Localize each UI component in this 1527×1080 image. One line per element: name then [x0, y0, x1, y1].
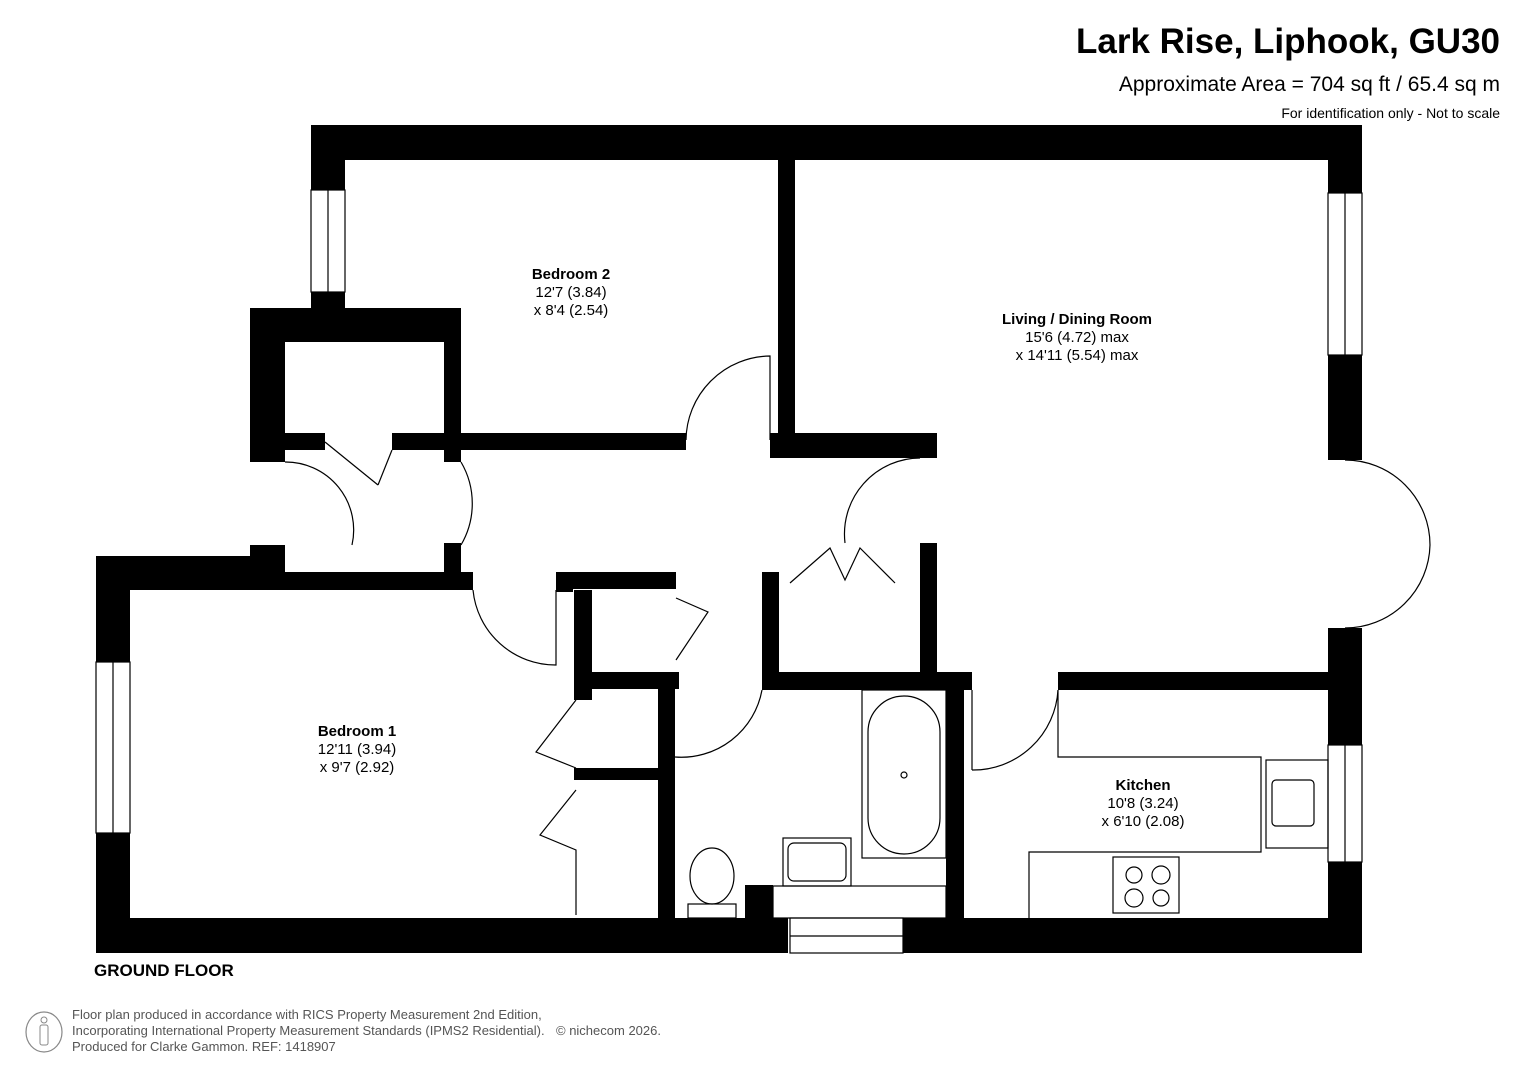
copyright: © nichecom 2026. [556, 1023, 661, 1038]
room-dimension: 12'7 (3.84) [535, 284, 607, 301]
room-kitchen: Kitchen 10'8 (3.24) x 6'10 (2.08) [1102, 777, 1185, 831]
property-title: Lark Rise, Liphook, GU30 [1076, 22, 1500, 61]
scale-disclaimer: For identification only - Not to scale [1281, 105, 1500, 121]
room-dimension: 12'11 (3.94) [317, 741, 397, 758]
room-name: Kitchen [1115, 777, 1171, 794]
footer-text: Floor plan produced in accordance with R… [72, 1007, 545, 1055]
room-dimension: x 8'4 (2.54) [533, 302, 609, 319]
room-dimension: x 6'10 (2.08) [1101, 813, 1185, 830]
room-name: Living / Dining Room [1002, 311, 1152, 328]
footer-line: Produced for Clarke Gammon. REF: 1418907 [72, 1039, 336, 1054]
room-dimension: x 14'11 (5.54) max [1015, 347, 1139, 364]
room-bedroom-2: Bedroom 2 12'7 (3.84) x 8'4 (2.54) [532, 266, 610, 320]
room-name: Bedroom 1 [317, 723, 397, 740]
walls [96, 125, 1362, 953]
footer-line: Incorporating International Property Mea… [72, 1023, 545, 1038]
room-living-dining: Living / Dining Room 15'6 (4.72) max x 1… [1002, 311, 1152, 365]
room-dimension: 15'6 (4.72) max [1025, 329, 1129, 346]
room-dimension: x 9'7 (2.92) [319, 759, 395, 776]
person-logo-icon [25, 1011, 63, 1053]
room-bedroom-1: Bedroom 1 12'11 (3.94) x 9'7 (2.92) [318, 723, 396, 777]
room-name: Bedroom 2 [531, 266, 611, 283]
footer-line: Floor plan produced in accordance with R… [72, 1007, 542, 1022]
windows-doors-fixtures [95, 189, 1431, 954]
approximate-area: Approximate Area = 704 sq ft / 65.4 sq m [1118, 73, 1500, 96]
floor-label: GROUND FLOOR [94, 961, 234, 980]
room-dimension: 10'8 (3.24) [1107, 795, 1179, 812]
